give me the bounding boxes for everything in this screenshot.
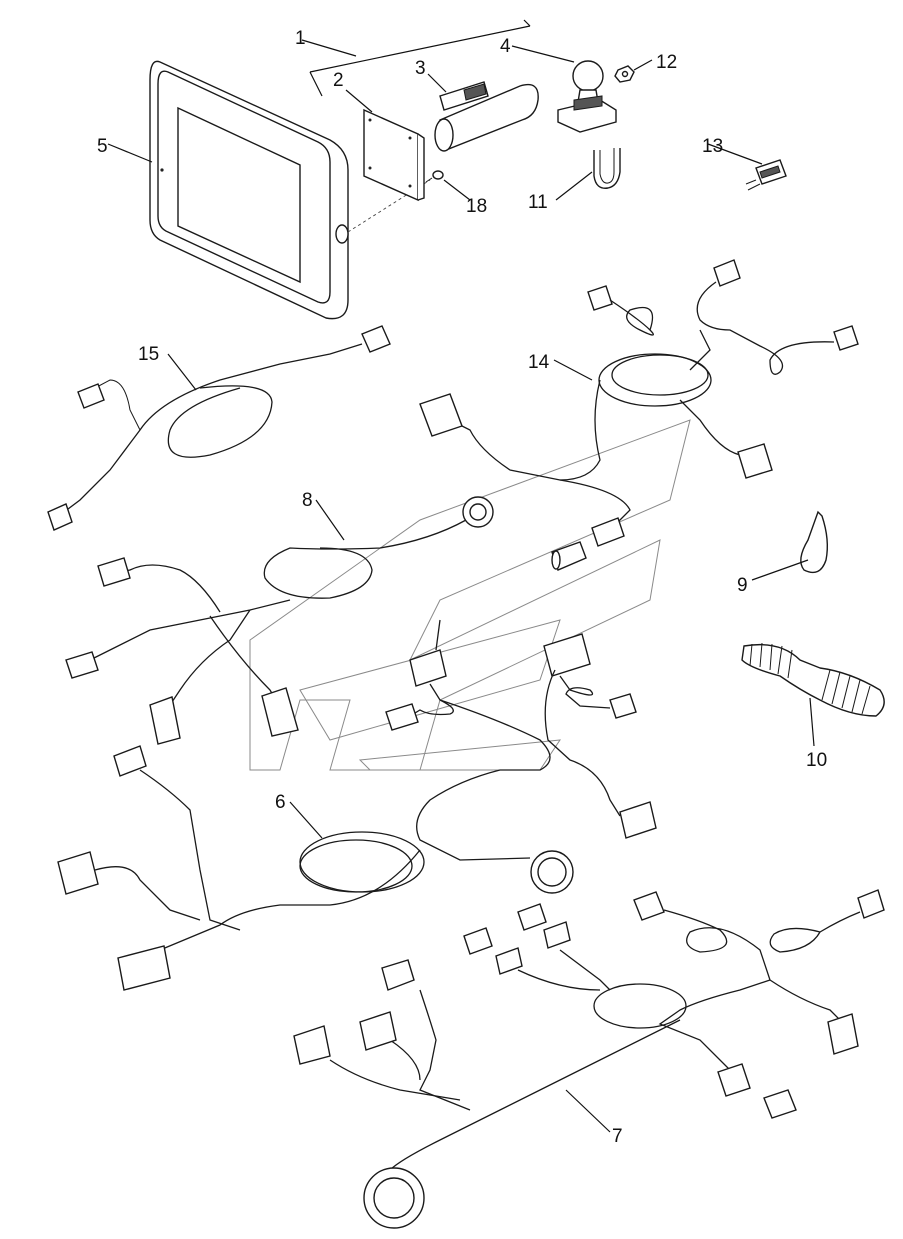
callout-10: 10: [806, 750, 827, 771]
callout-14: 14: [528, 352, 550, 373]
callout-12: 12: [656, 52, 677, 73]
callout-8: 8: [302, 490, 313, 511]
u-bolt: [593, 148, 621, 189]
harness-7: [293, 889, 885, 1229]
harness-center: [385, 619, 637, 731]
callout-15: 15: [138, 344, 159, 365]
callout-13: 13: [702, 136, 723, 157]
screw: [425, 170, 444, 183]
display-monitor: [149, 60, 431, 320]
callout-4: 4: [500, 36, 511, 57]
callout-3: 3: [415, 58, 426, 79]
callout-6: 6: [275, 792, 286, 813]
harness-6: [57, 669, 657, 991]
callout-18: 18: [466, 196, 487, 217]
callout-labels: 1 2 3 4 12 5 13 18 11 15 14 8 9 10 6 7: [97, 28, 827, 1147]
harness-15: [47, 325, 391, 531]
callout-5: 5: [97, 136, 108, 157]
mount-tube: [434, 81, 539, 152]
callout-1: 1: [295, 28, 306, 49]
watermark-logo: [249, 419, 691, 771]
nut: [614, 65, 635, 83]
harness-8: [65, 496, 494, 745]
mounting-plate: [363, 108, 425, 202]
harness-14: [419, 259, 859, 571]
callout-7: 7: [612, 1126, 623, 1147]
callout-9: 9: [737, 575, 748, 596]
conduit: [741, 642, 885, 717]
connector-13: [745, 159, 787, 191]
leader-lines: [107, 19, 815, 1133]
callout-11: 11: [528, 192, 548, 213]
ball-mount: [557, 60, 617, 133]
callout-2: 2: [333, 70, 344, 91]
cable-tie: [800, 510, 829, 574]
